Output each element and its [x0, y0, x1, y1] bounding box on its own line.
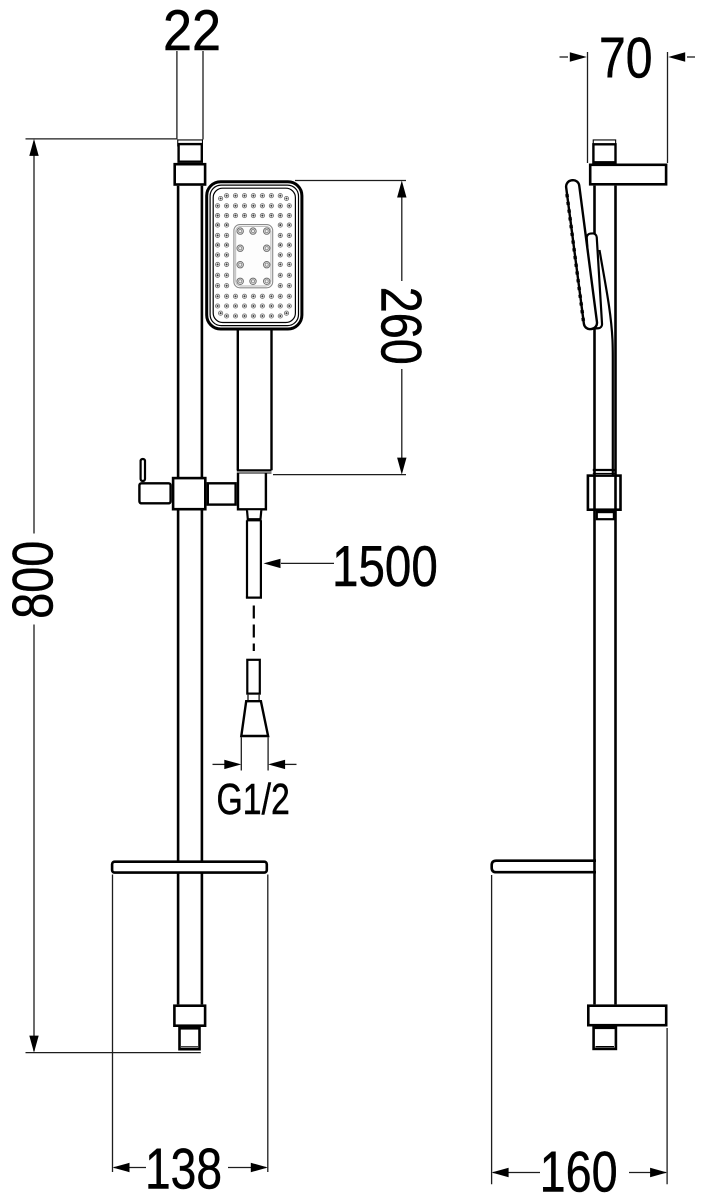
- svg-text:138: 138: [145, 1137, 222, 1200]
- svg-text:1500: 1500: [332, 535, 438, 599]
- svg-text:260: 260: [369, 287, 433, 365]
- svg-text:70: 70: [599, 26, 653, 90]
- svg-text:160: 160: [540, 1140, 618, 1200]
- svg-text:22: 22: [163, 0, 221, 63]
- svg-text:800: 800: [2, 541, 66, 619]
- svg-text:G1/2: G1/2: [217, 776, 290, 824]
